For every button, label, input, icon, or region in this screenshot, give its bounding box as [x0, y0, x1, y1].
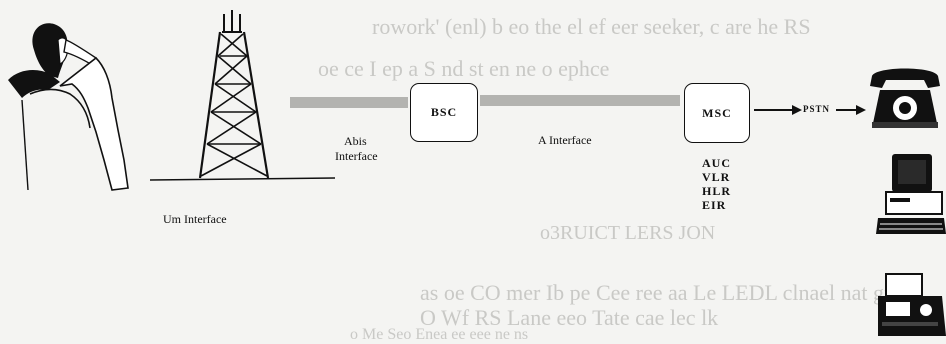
bleed-text-5: O Wf RS Lane eeo Tate cae lec lk: [420, 305, 719, 330]
bleed-text-1: rowork' (enl) b eo the el ef eer seeker,…: [372, 14, 811, 39]
a-interface-link: [480, 95, 680, 106]
msc-node: MSC: [684, 83, 750, 143]
abis-label-line1: Abis: [344, 134, 367, 148]
msc-register-eir: EIR: [702, 198, 727, 212]
um-interface-label: Um Interface: [163, 212, 227, 226]
msc-register-hlr: HLR: [702, 184, 732, 198]
msc-register-vlr: VLR: [702, 170, 731, 184]
mobile-user-figure: [8, 23, 129, 191]
arrow-msc-to-pstn: [754, 105, 802, 115]
bleed-text-4: as oe CO mer Ib pe Cee ree aa Le LEDL cl…: [420, 280, 896, 305]
arrow-pstn-to-phone: [836, 105, 866, 115]
a-interface-label: A Interface: [538, 133, 592, 147]
telephone-icon: [870, 68, 940, 128]
bleed-text-6: o Me Seo Enea ee eee ne ns: [350, 326, 529, 343]
abis-label-line2: Interface: [335, 149, 378, 163]
bleed-text-3: o3RUICT LERS JON: [540, 222, 716, 244]
bleed-text-2: oe ce I ep a S nd st en ne o ephce: [318, 56, 610, 81]
fax-machine-icon: [878, 273, 946, 336]
abis-link: [290, 97, 408, 108]
base-station-tower: [149, 10, 336, 181]
msc-register-auc: AUC: [702, 156, 731, 170]
pstn-label: PSTN: [803, 104, 831, 114]
bsc-node: BSC: [410, 83, 478, 142]
computer-terminal-icon: [876, 154, 946, 234]
